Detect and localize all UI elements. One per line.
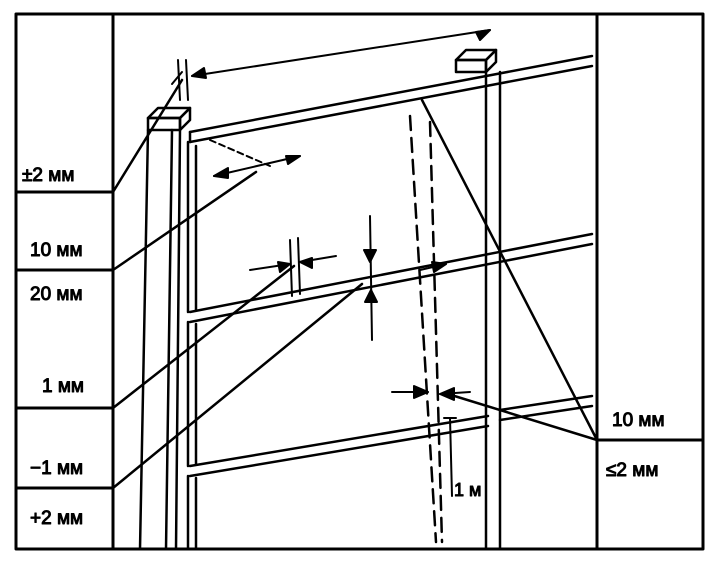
leader-1 xyxy=(111,264,296,410)
right-post-cap-front xyxy=(454,58,488,74)
label-plus2mm: +2 мм xyxy=(30,508,83,529)
label-20mm: 20 мм xyxy=(30,284,83,305)
leader-right-le2 xyxy=(446,392,599,442)
left-post-mid-edge xyxy=(164,128,174,551)
top-beam-lower xyxy=(188,64,594,144)
label-10mm-right: 10 мм xyxy=(612,410,665,431)
dimension-marks xyxy=(171,29,491,544)
leader-right-10 xyxy=(420,98,599,442)
label-pm2: ±2 мм xyxy=(22,165,74,186)
middle-beam-lower xyxy=(188,242,594,324)
label-1mm: 1 мм xyxy=(42,376,84,397)
middle-beam-upper xyxy=(188,232,594,314)
left-post-right-edge xyxy=(174,128,182,551)
top-width-dimension xyxy=(191,29,491,77)
leader-pm2 xyxy=(111,78,184,194)
left-label-separators xyxy=(14,190,115,490)
right-post-cap-side xyxy=(484,48,498,74)
label-le2mm: ≤2 мм xyxy=(606,460,658,481)
lower-beam-upper xyxy=(188,414,490,468)
outer-frame xyxy=(14,12,705,551)
leader-minus1 xyxy=(111,282,364,490)
label-minus1mm: −1 мм xyxy=(30,458,83,479)
leader-lines xyxy=(111,78,599,490)
label-10mm-left: 10 мм xyxy=(30,240,83,261)
top-beam-upper xyxy=(188,54,594,134)
left-post-cap-side xyxy=(178,106,192,132)
leader-10 xyxy=(111,170,258,272)
label-1m: 1 м xyxy=(454,480,481,500)
left-post-left-edge xyxy=(138,128,150,551)
lower-beam-lower xyxy=(188,424,490,478)
